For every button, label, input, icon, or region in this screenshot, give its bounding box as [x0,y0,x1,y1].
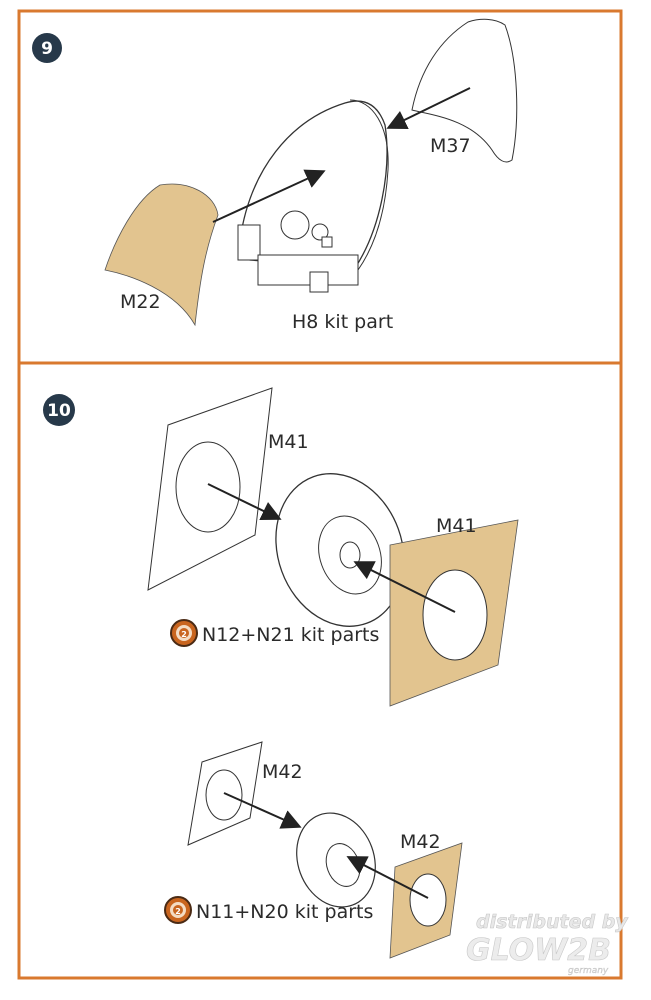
2x-quantity-icon: 2 [170,619,198,647]
svg-text:2: 2 [175,907,181,916]
svg-text:9: 9 [41,39,53,59]
svg-text:distributed by: distributed by [476,911,629,933]
label-m41-front: M41 [436,515,477,537]
step-9-badge: 9 [32,33,62,63]
label-m41-back: M41 [268,431,309,453]
label-n12-n21-kit-parts: N12+N21 kit parts [202,624,379,646]
distributor-watermark: distributed by GLOW2B germany [466,911,630,976]
label-m42-back: M42 [262,761,303,783]
step-10-panel [17,361,623,980]
mask-m22-shape [104,183,219,327]
step-10-badge: 10 [43,394,75,426]
label-h8-kit-part: H8 kit part [292,311,393,333]
label-m37: M37 [430,135,471,157]
label-m42-front: M42 [400,831,441,853]
svg-text:germany: germany [568,966,609,976]
svg-text:GLOW2B: GLOW2B [466,933,611,968]
label-m22: M22 [120,291,161,313]
label-n11-n20-kit-parts: N11+N20 kit parts [196,901,373,923]
canopy-h8 [239,100,388,269]
step-9-drawing: M22 M37 H8 kit part [104,18,518,333]
step-10-lower-drawing: M42 M42 2 N11+N20 kit parts [164,741,463,959]
step-10-upper-drawing: M41 M41 2 N12+N21 kit parts [147,387,519,707]
2x-quantity-icon: 2 [164,896,192,924]
svg-text:10: 10 [47,401,71,421]
svg-text:2: 2 [181,630,187,639]
